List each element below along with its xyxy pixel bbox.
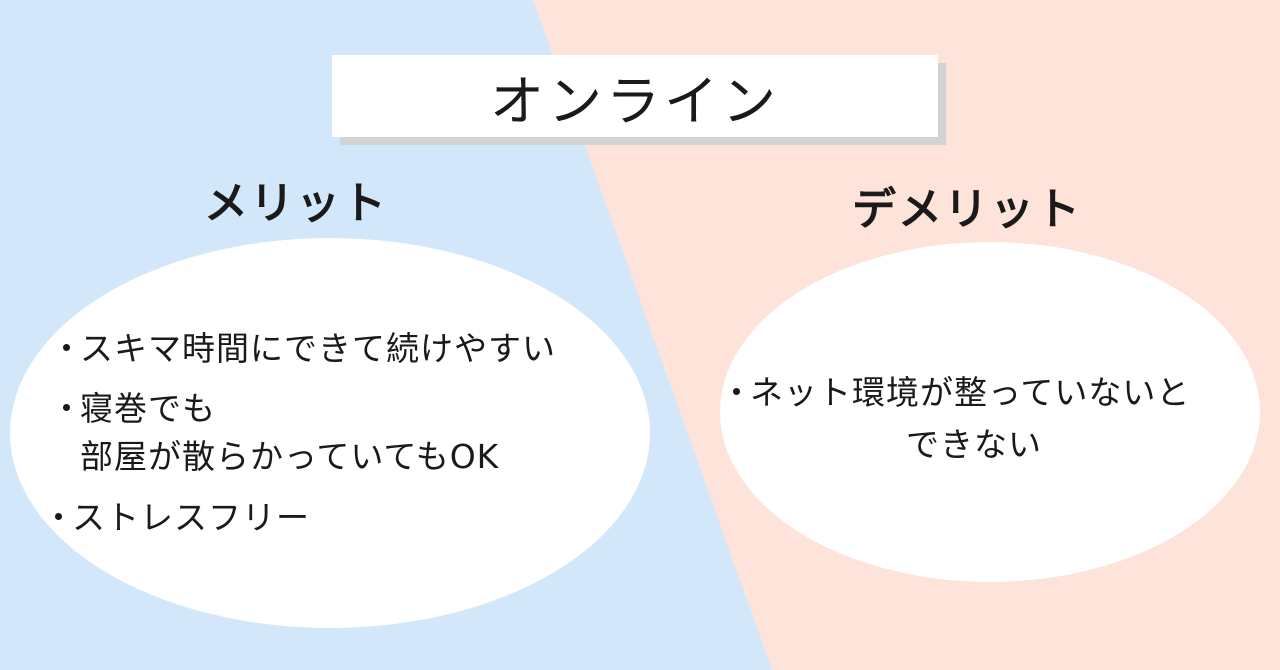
merit-item-text: 部屋が散らかっていてもOK	[80, 437, 500, 476]
title-box: オンライン	[332, 55, 938, 137]
merit-item-2-continued: 部屋が散らかっていてもOK	[80, 430, 499, 478]
merit-item-3: ・ストレスフリー	[42, 491, 310, 539]
demerit-item-text: ネット環境が整っていないと	[750, 373, 1191, 412]
demerit-item-1: ・ネット環境が整っていないと	[720, 366, 1190, 414]
merit-heading: メリット	[204, 178, 388, 229]
bullet-icon: ・	[42, 498, 76, 537]
bullet-icon: ・	[720, 373, 754, 412]
demerit-item-1-continued: できない	[906, 418, 1042, 466]
page-title: オンライン	[490, 69, 780, 133]
demerit-heading: デメリット	[852, 184, 1082, 235]
demerit-ellipse	[720, 242, 1260, 582]
merit-item-text: スキマ時間にできて続けやすい	[80, 329, 556, 368]
demerit-item-text: できない	[906, 425, 1042, 464]
merit-item-text: ストレスフリー	[72, 498, 310, 537]
merit-ellipse	[10, 238, 650, 628]
merit-item-text: 寝巻でも	[80, 389, 216, 428]
merit-item-2: ・寝巻でも	[50, 382, 216, 430]
bullet-icon: ・	[50, 329, 84, 368]
bullet-icon: ・	[50, 389, 84, 428]
merit-item-1: ・スキマ時間にできて続けやすい	[50, 322, 556, 370]
